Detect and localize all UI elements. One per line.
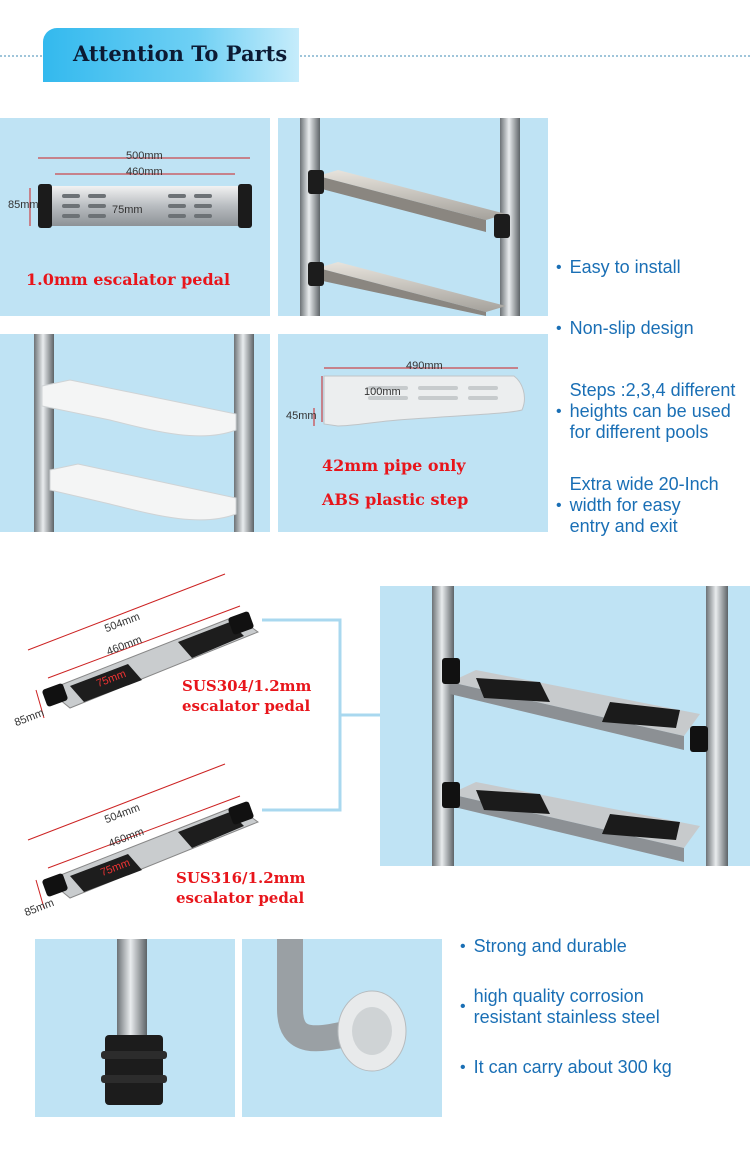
ladder-illustration [300,118,520,316]
feature-easy-install: • Easy to install [556,257,681,278]
dim-length-label: 490mm [406,360,443,372]
feature-line: heights can be used [569,401,731,421]
feature-non-slip: • Non-slip design [556,318,694,339]
feature-text: It can carry about 300 kg [473,1057,672,1077]
feature-line: width for easy [569,495,681,515]
abs-caption: ABS plastic step [322,490,469,509]
feature-strong-durable: • Strong and durable [460,936,627,957]
feature-text: Non-slip design [569,318,694,338]
feature-load-capacity: • It can carry about 300 kg [460,1057,672,1078]
handrail-illustration [277,939,407,1072]
feature-line: high quality corrosion [473,986,644,1006]
feature-text-block: high quality corrosion resistant stainle… [474,986,660,1028]
section-header: Attention To Parts [43,28,299,82]
bullet-icon: • [556,258,562,276]
header-divider [0,55,750,57]
sus316-caption: SUS316/1.2mm escalator pedal [176,868,305,908]
handrail-escutcheon-photo [242,939,442,1117]
feature-line: Extra wide 20-Inch [569,474,719,494]
pipe-caption: 42mm pipe only [322,456,466,475]
feature-line: Steps :2,3,4 different [569,380,736,400]
post-anchor-illustration [101,939,167,1105]
dim-height-label: 45mm [286,410,317,422]
sus304-caption: SUS304/1.2mm escalator pedal [182,676,311,716]
ladder-abs-steps-photo [0,334,270,532]
bullet-icon: • [556,402,562,420]
feature-extra-wide: • Extra wide 20-Inch width for easy entr… [556,474,719,537]
black-tread-pedals-illustration [27,573,380,909]
post-base-photo [35,939,235,1117]
caption-line: SUS316/1.2mm [176,869,306,887]
feature-line: resistant stainless steel [473,1007,660,1027]
ladder-steel-steps-photo [278,118,548,316]
dim-inner-label: 460mm [126,166,163,178]
bullet-icon: • [460,1058,466,1076]
feature-line: entry and exit [569,516,678,536]
bullet-icon: • [460,937,466,955]
pedal-dimension-panel: 500mm 460mm 85mm 75mm 1.0mm escalator pe… [0,118,270,316]
dim-height-label: 85mm [8,199,39,211]
feature-text: Strong and durable [473,936,627,956]
pedal-caption: 1.0mm escalator pedal [26,270,231,289]
dim-outer-label: 500mm [126,150,163,162]
ladder-black-tread-photo [380,586,750,866]
steel-pedal-illustration [29,157,252,228]
abs-ladder-illustration [34,334,254,532]
bullet-icon: • [556,319,562,337]
caption-line: SUS304/1.2mm [182,677,312,695]
abs-step-dimension-panel: 490mm 100mm 45mm 42mm pipe only ABS plas… [278,334,548,532]
dim-width-label: 100mm [364,386,401,398]
dim-depth-label: 75mm [112,204,143,216]
ladder-illustration [432,586,728,866]
feature-text: Easy to install [569,257,681,277]
bullet-icon: • [556,496,562,514]
feature-line: for different pools [569,422,709,442]
caption-line: escalator pedal [182,697,311,715]
feature-corrosion-resistant: • high quality corrosion resistant stain… [460,986,660,1028]
bullet-icon: • [460,998,466,1015]
feature-steps-heights: • Steps :2,3,4 different heights can be … [556,380,735,443]
section-title: Attention To Parts [73,41,288,66]
abs-step-illustration [313,367,525,427]
feature-text-block: Steps :2,3,4 different heights can be us… [570,380,736,443]
caption-line: escalator pedal [176,889,305,907]
feature-text-block: Extra wide 20-Inch width for easy entry … [570,474,719,537]
